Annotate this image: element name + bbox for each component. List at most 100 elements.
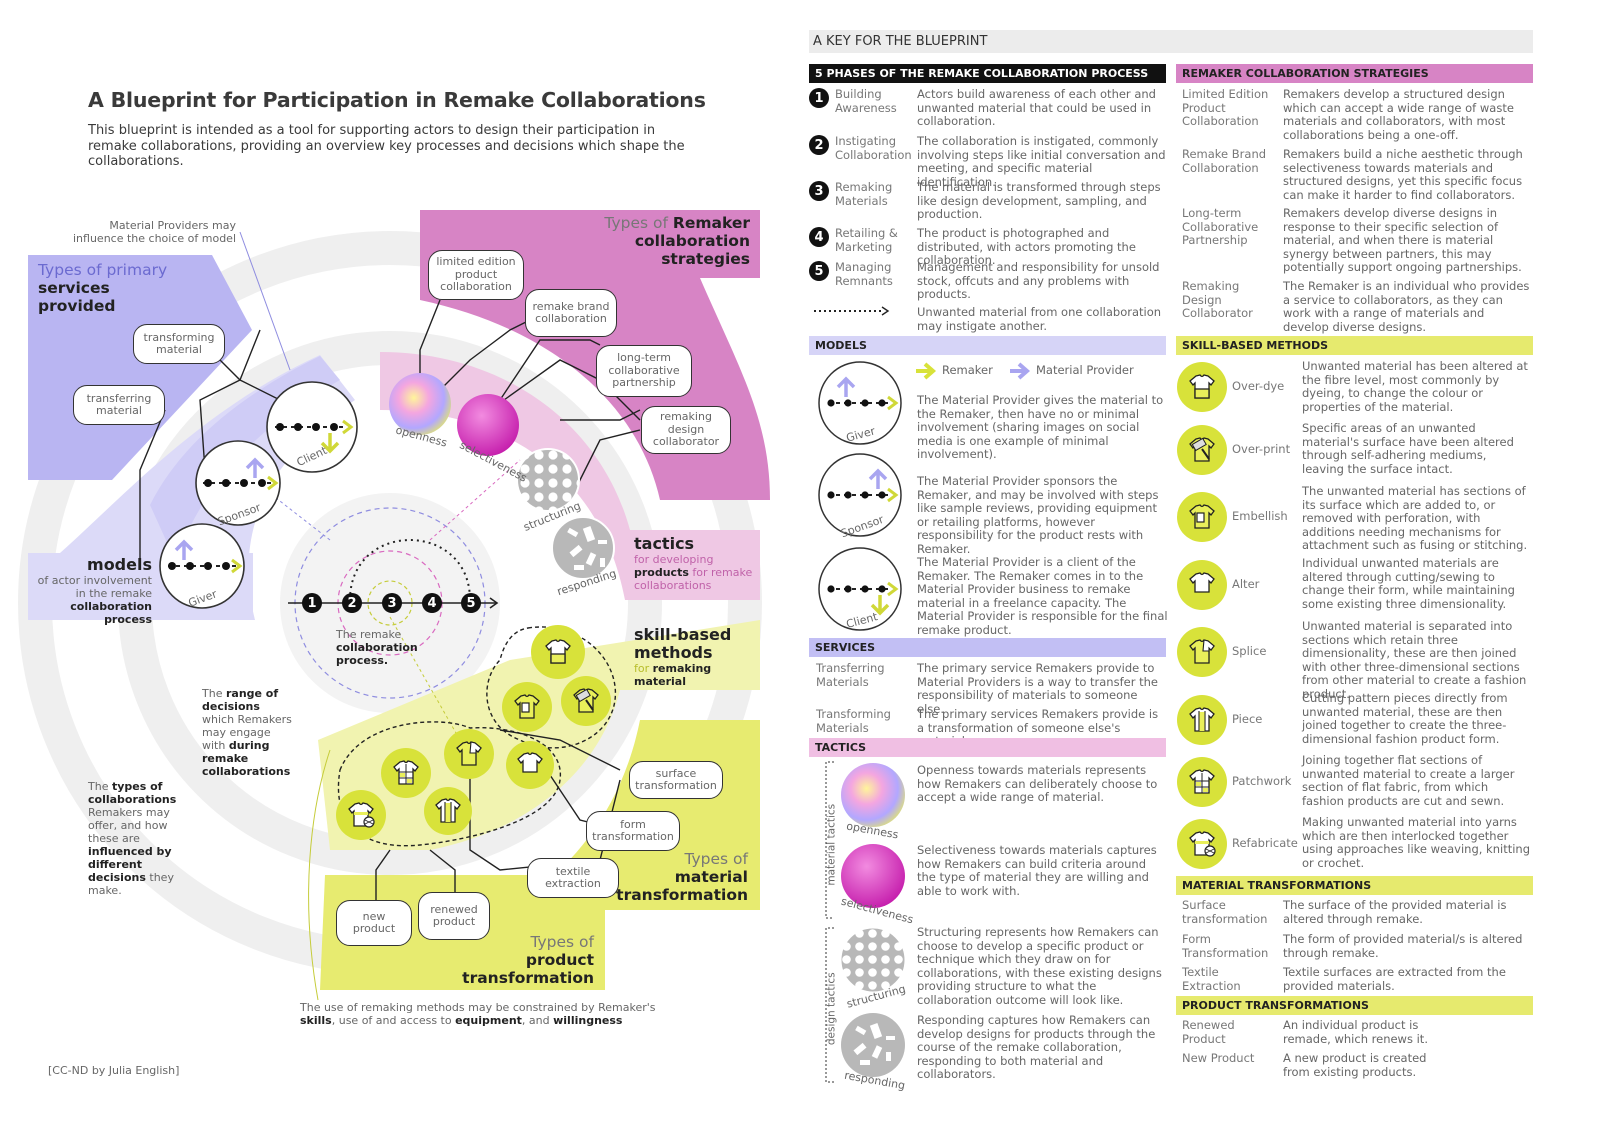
key-phase-5-icon: 5 — [809, 261, 829, 281]
responding-icon — [841, 1013, 905, 1077]
key-phase-3-icon: 3 — [809, 181, 829, 201]
key-phase-1-icon: 1 — [809, 88, 829, 108]
phase-4-marker: 4 — [422, 593, 442, 613]
surface-transformation-pill: surface transformation — [629, 761, 723, 799]
models-title: models — [87, 555, 152, 574]
key-strategy-1-desc: Remakers develop a structured design whi… — [1283, 87, 1514, 142]
key-mat-trans-1-name: Surface transformation — [1182, 898, 1268, 926]
key-skill-5-name: Splice — [1232, 644, 1267, 658]
key-skill-6-desc: Cutting pattern pieces directly from unw… — [1302, 691, 1508, 746]
overdye-icon — [531, 625, 585, 679]
key-phase-2-icon: 2 — [809, 135, 829, 155]
tactics-sub-1: for developing — [634, 553, 714, 566]
new-product-pill: new product — [336, 900, 412, 946]
process-label-3: process. — [336, 654, 389, 667]
key-model-client-desc: The Material Provider is a client of the… — [917, 555, 1168, 637]
tactics-title: tactics — [634, 534, 695, 553]
key-structuring-desc: Structuring represents how Remakers can … — [917, 925, 1162, 1007]
phase-3-marker: 3 — [382, 593, 402, 613]
intro-text: This blueprint is intended as a tool for… — [88, 123, 685, 169]
types-note-5: they make. — [88, 871, 174, 897]
dotted-arrow-icon — [814, 306, 890, 316]
range-note-3: which Remakers may engage with — [202, 713, 292, 752]
textile-extraction-pill: textile extraction — [527, 858, 619, 898]
strategy-long-term: long-term collaborative partnership — [596, 345, 692, 397]
skills-header: SKILL-BASED METHODS — [1176, 336, 1533, 355]
constraint-6: willingness — [553, 1014, 623, 1027]
strategy-remake-brand: remake brand collaboration — [525, 289, 617, 337]
key-model-giver-desc: The Material Provider gives the material… — [917, 393, 1164, 461]
key-skill-2-desc: Specific areas of an unwanted material's… — [1302, 421, 1514, 476]
key-strategy-3-name: Long-term Collaborative Partnership — [1182, 206, 1259, 247]
tactics-sub-2: products — [634, 566, 689, 579]
page-title: A Blueprint for Participation in Remake … — [88, 88, 706, 112]
types-note-3: Remakers may offer, and how these are — [88, 806, 170, 845]
key-strategy-4-name: Remaking Design Collaborator — [1182, 279, 1253, 320]
key-phase-2-name: Instigating Collaboration — [835, 134, 912, 162]
key-strategy-3-desc: Remakers develop diverse designs in resp… — [1283, 206, 1522, 274]
key-skill-6-name: Piece — [1232, 712, 1263, 726]
structuring-icon — [840, 927, 906, 993]
key-openness-desc: Openness towards materials represents ho… — [917, 763, 1158, 804]
key-phase-3-desc: The material is transformed through step… — [917, 180, 1161, 221]
mat-trans-header: MATERIAL TRANSFORMATIONS — [1176, 876, 1533, 895]
strategies-title-bold: Remaker collaboration strategies — [634, 214, 750, 268]
key-alter-icon — [1177, 560, 1227, 610]
key-phase-1-desc: Actors build awareness of each other and… — [917, 87, 1156, 128]
skill-sub-1: for — [634, 662, 650, 675]
prod-trans-title-bold: product transformation — [462, 951, 594, 987]
key-skill-2-name: Over-print — [1232, 442, 1291, 456]
legend-remaker: Remaker — [942, 363, 993, 377]
skill-sub-2: remaking material — [634, 662, 712, 688]
strategies-title-light: Types of — [604, 214, 668, 232]
patchwork-icon — [381, 748, 431, 798]
embellish-icon — [502, 682, 552, 732]
key-mat-trans-3-name: Textile Extraction — [1182, 965, 1241, 993]
process-label-1: The remake — [336, 628, 402, 641]
key-prod-trans-1-desc: An individual product is remade, which r… — [1283, 1018, 1428, 1046]
key-phase-5-name: Managing Remnants — [835, 260, 893, 288]
strategy-limited-edition: limited edition product collaboration — [428, 250, 524, 300]
key-embellish-icon — [1177, 492, 1227, 542]
key-overprint-icon — [1177, 425, 1227, 475]
key-skill-8-name: Refabricate — [1232, 836, 1298, 850]
credit: [CC-ND by Julia English] — [48, 1064, 180, 1077]
prod-trans-header: PRODUCT TRANSFORMATIONS — [1176, 996, 1533, 1015]
key-prod-trans-1-name: Renewed Product — [1182, 1018, 1235, 1046]
splice-icon — [444, 729, 494, 779]
models-header: MODELS — [809, 336, 1166, 355]
key-mat-trans-2-desc: The form of provided material/s is alter… — [1283, 932, 1523, 960]
key-model-sponsor-desc: The Material Provider sponsors the Remak… — [917, 474, 1159, 556]
key-mat-trans-2-name: Form Transformation — [1182, 932, 1269, 960]
models-sub-1: of actor involvement — [37, 574, 152, 587]
constraint-3: , use of and access to — [331, 1014, 452, 1027]
remaker-arrow-icon — [916, 362, 937, 380]
constraint-1: The use of remaking methods may be const… — [300, 1001, 656, 1014]
piece-icon — [424, 787, 472, 835]
key-skill-1-name: Over-dye — [1232, 379, 1285, 393]
services-header: SERVICES — [809, 638, 1166, 657]
key-piece-icon — [1177, 695, 1227, 745]
constraint-2: skills — [300, 1014, 332, 1027]
key-strategy-2-desc: Remakers build a niche aesthetic through… — [1283, 147, 1523, 202]
models-sub-2: in the remake — [75, 587, 152, 600]
key-skill-3-name: Embellish — [1232, 509, 1288, 523]
tactics-sub-3: for remake collaborations — [634, 566, 753, 592]
key-service-2-desc: The primary services Remakers provide is… — [917, 707, 1159, 747]
key-phase-4-icon: 4 — [809, 227, 829, 247]
key-responding-desc: Responding captures how Remakers can dev… — [917, 1013, 1156, 1081]
key-strategy-4-desc: The Remaker is an individual who provide… — [1283, 279, 1530, 334]
key-service-1-desc: The primary service Remakers provide to … — [917, 661, 1158, 716]
mat-trans-title-light: Types of — [684, 850, 748, 868]
key-skill-7-name: Patchwork — [1232, 774, 1292, 788]
key-phase-1-name: Building Awareness — [835, 87, 897, 115]
services-title-bold: services provided — [38, 279, 116, 315]
types-note-2: types of collaborations — [88, 780, 177, 806]
range-note-4: during remake collaborations — [202, 739, 291, 778]
refabricate-icon — [336, 790, 386, 840]
material-providers-note: Material Providers may influence the cho… — [73, 219, 236, 245]
key-service-1-name: Transferring Materials — [816, 661, 885, 689]
tactics-bracket — [825, 761, 834, 1083]
key-mat-trans-3-desc: Textile surfaces are extracted from the … — [1283, 965, 1506, 993]
key-mat-trans-1-desc: The surface of the provided material is … — [1283, 898, 1507, 926]
